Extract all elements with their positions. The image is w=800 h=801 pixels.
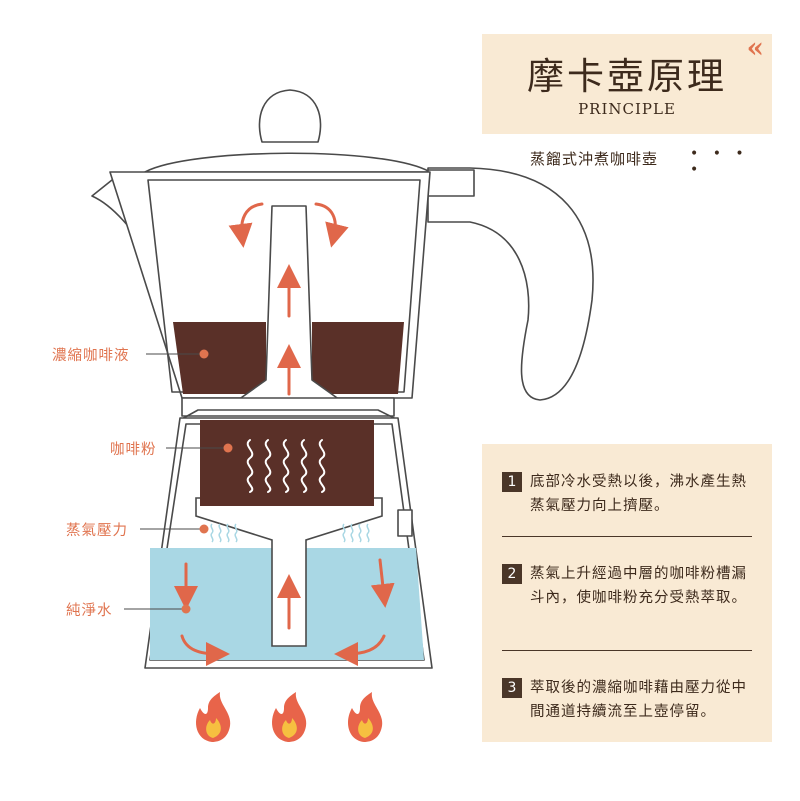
label-coffee-grounds: 咖啡粉 — [110, 442, 157, 458]
arrow-curve-left — [228, 202, 264, 248]
steam-icon — [210, 523, 370, 543]
filter-funnel — [195, 497, 383, 647]
step-number: 1 — [502, 472, 522, 492]
lid-dome — [144, 152, 431, 173]
page-title: 摩卡壺原理 — [527, 55, 727, 98]
step-number: 2 — [502, 564, 522, 584]
arrow-curve-bottom-left — [180, 634, 230, 666]
decorative-dots: • • • • — [690, 146, 749, 178]
arrow-curve-right — [314, 202, 349, 248]
label-pure-water: 純淨水 — [66, 603, 113, 619]
concentrated-coffee-liquid — [173, 322, 266, 394]
pot-handle — [427, 167, 594, 401]
flame-icon-left — [196, 692, 231, 742]
steps-panel: 1 底部冷水受熱以後，沸水產生熱蒸氣壓力向上擠壓。 2 蒸氣上升經過中層的咖啡粉… — [482, 444, 772, 742]
arrow-down-right — [370, 558, 395, 608]
step-text: 蒸氣上升經過中層的咖啡粉槽漏斗內，使咖啡粉充分受熱萃取。 — [530, 566, 747, 606]
middle-collar — [181, 397, 395, 417]
label-concentrated-coffee: 濃縮咖啡液 — [52, 348, 130, 364]
arrow-curve-bottom-right — [334, 634, 386, 666]
label-steam-pressure: 蒸氣壓力 — [66, 523, 128, 539]
page-title-en: PRINCIPLE — [578, 100, 676, 118]
title-panel: 摩卡壺原理 PRINCIPLE « — [482, 34, 772, 134]
step-number: 3 — [502, 678, 522, 698]
coffee-grounds-basket — [200, 420, 374, 506]
safety-valve — [397, 509, 413, 537]
flame-icon-middle — [272, 692, 307, 742]
step-divider — [502, 536, 752, 537]
tagline: 蒸餾式沖煮咖啡壺 — [530, 150, 659, 168]
flame-icon-right — [348, 692, 383, 742]
heat-wave-icon — [246, 439, 326, 493]
lid-knob — [258, 89, 322, 143]
step-text: 底部冷水受熱以後，沸水產生熱蒸氣壓力向上擠壓。 — [530, 474, 747, 514]
quote-icon: « — [746, 31, 765, 64]
step-text: 萃取後的濃縮咖啡藉由壓力從中間通道持續流至上壺停留。 — [530, 680, 747, 720]
handle-hinge — [427, 169, 475, 197]
step-divider — [502, 650, 752, 651]
